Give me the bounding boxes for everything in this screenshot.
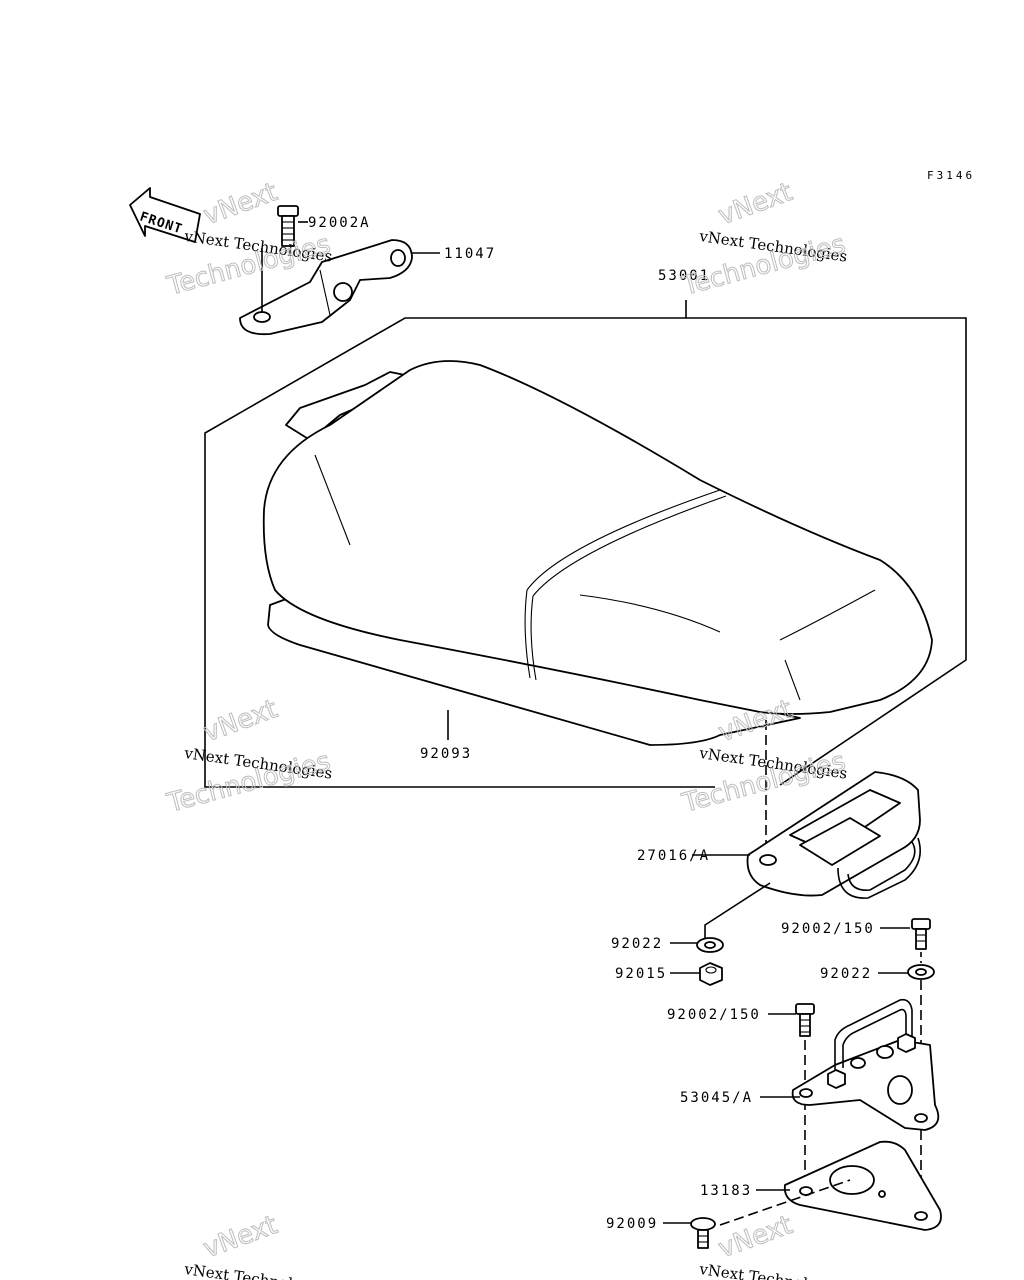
watermark-mid-left: vNext Technologies vNext Technologies [163,694,334,820]
watermark-line: vNext Technologies [182,1260,333,1280]
part-label-53045a: 53045/A [680,1090,753,1106]
lock-bracket-53045a [791,998,940,1131]
seat-53001 [262,360,933,746]
washer-92022-left [696,937,724,953]
watermark-line: vNext [200,177,282,231]
figure-code: F3146 [927,169,975,182]
washer-92022-right [907,964,935,980]
screw-92009 [690,1217,716,1249]
front-arrow-icon: FRONT [129,187,201,243]
part-label-92002-150-left: 92002/150 [667,1007,761,1023]
watermark-line: vNext [200,1210,282,1264]
watermark-line: vNext [715,177,797,231]
bracket-11047 [239,239,413,336]
watermark-line: vNext Technologies [697,1260,848,1280]
part-label-92015: 92015 [615,966,667,982]
part-label-11047: 11047 [444,246,496,262]
part-label-92093: 92093 [420,746,472,762]
part-label-92009: 92009 [606,1216,658,1232]
part-label-27016a: 27016/A [637,848,710,864]
watermark-bottom-right: vNext Technologies vNext [697,1210,848,1280]
seat-lock-27016a [746,771,921,899]
part-label-53001: 53001 [658,268,710,284]
part-label-92002-150-right: 92002/150 [781,921,875,937]
watermark-bottom-left: vNext Technologies vNext [182,1210,333,1280]
watermark-line: vNext [200,694,282,748]
watermark-line: vNext [715,1210,797,1264]
part-label-92002a: 92002A [308,215,371,231]
part-label-92022-left: 92022 [611,936,663,952]
part-label-92022-right: 92022 [820,966,872,982]
bolt-92002-150-left [795,1003,815,1037]
nut-92015 [699,962,723,986]
bolt-92002-150-right [911,918,931,950]
watermark-top-right: vNext Technologies vNext Technologies [678,177,849,303]
plate-13183 [783,1140,942,1231]
bolt-92002a [277,205,299,247]
part-label-13183: 13183 [700,1183,752,1199]
